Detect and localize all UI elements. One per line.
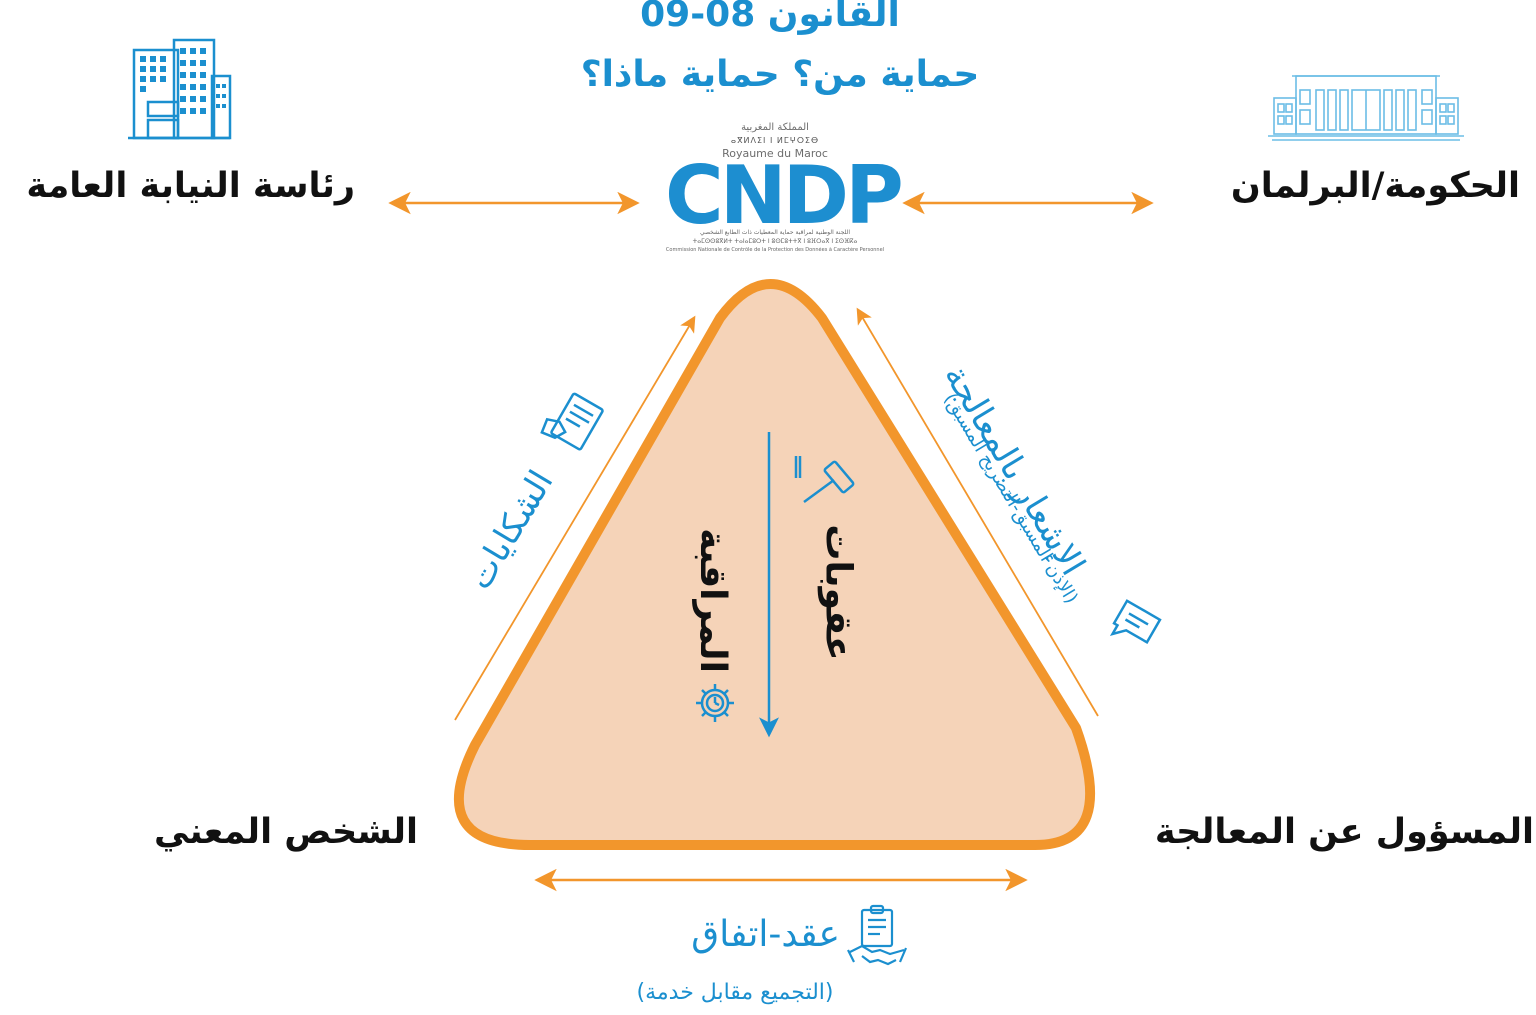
- arrow-complaints: [454, 315, 696, 721]
- logo-kingdom-fr: Royaume du Maroc: [722, 147, 828, 160]
- complaint-form-icon: [540, 392, 604, 451]
- title-line-2: حماية من؟ حماية ماذا؟: [580, 54, 980, 95]
- cndp-logo: المملكة المغربية ⴰⴳⵍⴷⵉⵏ ⵏ ⵍⵎⵖⵔⵉⴱ Royaume…: [665, 122, 904, 257]
- center-label-monitoring: المراقبة: [691, 528, 733, 673]
- logo-sub-fr: Commission Nationale de Contrôle de la P…: [665, 247, 885, 253]
- office-building-icon: [128, 38, 232, 140]
- logo-kingdom-ar: المملكة المغربية: [741, 122, 809, 133]
- node-controller: المسؤول عن المعالجة: [1154, 812, 1534, 852]
- handshake-contract-icon: [847, 904, 908, 966]
- logo-sub-ar: اللجنة الوطنية لمراقبة حماية المعطيات ذا…: [699, 229, 851, 236]
- center-label-sanctions: عقوبات: [817, 524, 859, 661]
- edge-label-contract-sub: (التجميع مقابل خدمة): [636, 980, 834, 1005]
- gavel-icon: [794, 456, 855, 504]
- edge-label-contract: عقد-اتفاق: [691, 914, 840, 955]
- logo-brand: CNDP: [665, 149, 904, 242]
- logo-sub-tif: ⵜⴰⵎⵙⵙⵓⴳⵍⵜ ⵜⴰⵏⴰⵎⵓⵔⵜ ⵏ ⵓⵙⵎⵓⵜⵜⴳ ⵏ ⵓⴼⵔⴰⴳ ⵏ ⵉ…: [692, 238, 858, 245]
- node-data-subject: الشخص المعني: [154, 812, 418, 852]
- triangle: [454, 279, 1096, 850]
- parliament-building-icon: [1268, 75, 1464, 141]
- node-prosecution: رئاسة النيابة العامة: [26, 166, 355, 206]
- logo-kingdom-tif: ⴰⴳⵍⴷⵉⵏ ⵏ ⵍⵎⵖⵔⵉⴱ: [730, 136, 820, 145]
- node-government: الحكومة/البرلمان: [1230, 166, 1520, 206]
- message-bubble-icon: [1109, 599, 1162, 645]
- arrow-notification: [856, 307, 1099, 717]
- title-line-1: القانون 08-09: [640, 0, 900, 35]
- gear-clock-icon: [696, 684, 734, 722]
